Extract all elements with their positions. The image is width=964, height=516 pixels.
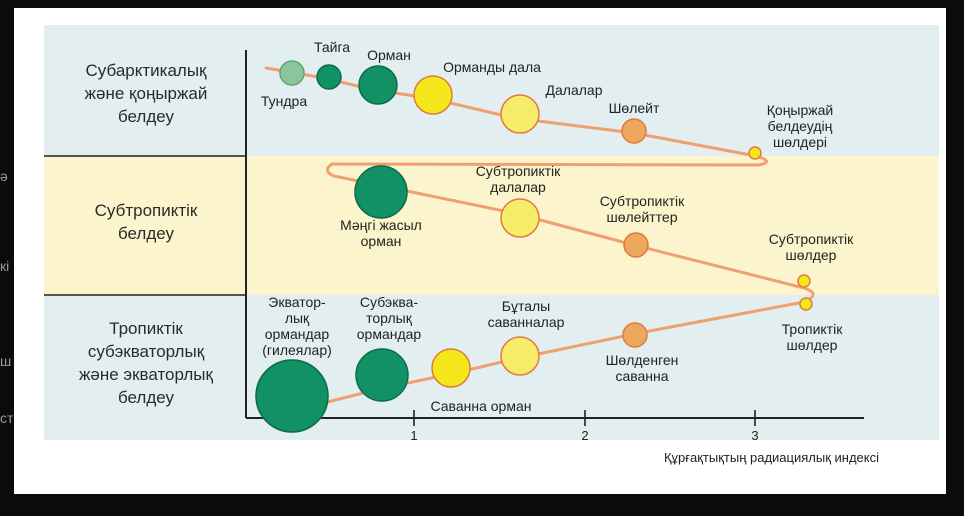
x-tick-label: 2	[581, 428, 588, 443]
background-text-fragment: кі	[0, 258, 10, 274]
zone-node-label: Шөлейт	[609, 100, 660, 116]
zone-node-circle	[358, 65, 398, 105]
background-text-fragment: ст	[0, 410, 14, 426]
zone-node-circle	[316, 64, 342, 90]
zone-node-label: Далалар	[546, 82, 603, 98]
zone-node-label: Саванна орман	[431, 398, 532, 414]
zone-node-circle	[797, 274, 811, 288]
zone-node-circle	[500, 94, 540, 134]
zone-node-circle	[355, 348, 409, 402]
zone-node-label: Орманды дала	[443, 59, 541, 75]
zone-node-circle	[799, 297, 813, 311]
zone-node-circle	[354, 165, 408, 219]
zone-node-circle	[279, 60, 305, 86]
diagram-frame: 1 2 3 Құрғақтықтың радиациялық индексі С…	[14, 8, 946, 494]
zone-node-circle	[413, 75, 453, 115]
zone-node-circle	[623, 232, 649, 258]
zone-node-label: Орман	[367, 47, 411, 63]
zone-node-circle	[431, 348, 471, 388]
zone-node-label: Тундра	[261, 93, 307, 109]
zone-node-circle	[621, 118, 647, 144]
zone-node-circle	[500, 198, 540, 238]
natural-zones-diagram: 1 2 3 Құрғақтықтың радиациялық индексі С…	[44, 25, 939, 465]
background-text-fragment: ш	[0, 353, 12, 369]
zone-node-circle	[622, 322, 648, 348]
zone-node-circle	[255, 359, 329, 433]
zone-band-tropical	[44, 295, 939, 440]
background-text-fragment: ә	[0, 168, 8, 184]
zone-node-circle	[500, 336, 540, 376]
x-axis-title: Құрғақтықтың радиациялық индексі	[664, 450, 879, 465]
x-tick-label: 1	[410, 428, 417, 443]
zone-band-subtropical	[44, 156, 939, 295]
zone-node-circle	[748, 146, 762, 160]
x-tick-label: 3	[751, 428, 758, 443]
zone-node-label: Тайга	[314, 39, 350, 55]
zone-band-subarctic	[44, 25, 939, 156]
